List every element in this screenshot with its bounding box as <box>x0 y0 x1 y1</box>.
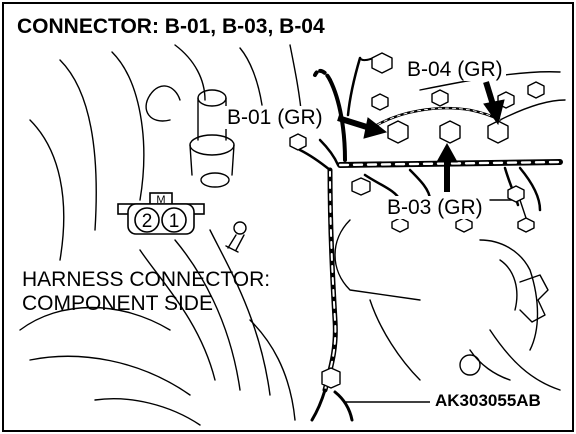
pin-1 <box>161 207 187 233</box>
engine-outline <box>19 44 303 426</box>
harness-label-line1: HARNESS CONNECTOR: <box>22 268 271 291</box>
connector-blocks <box>289 52 545 389</box>
callout-b04: B-04 (GR) <box>404 58 506 81</box>
callout-arrows <box>337 81 505 192</box>
pin-2 <box>134 207 160 233</box>
ground-stud <box>225 221 247 253</box>
pin-2-label: 2 <box>142 211 153 232</box>
diagram-title: CONNECTOR: B-01, B-03, B-04 <box>14 16 328 37</box>
arrow-b04 <box>483 81 505 126</box>
pin-1-label: 1 <box>169 211 180 232</box>
callout-b03: B-03 (GR) <box>384 196 486 219</box>
connector-tab-label: M <box>156 194 165 206</box>
arrow-b03 <box>436 142 458 192</box>
harness-connector-label: HARNESS CONNECTOR: COMPONENT SIDE <box>22 268 270 316</box>
figure-code: AK303055AB <box>432 391 544 410</box>
callout-b01: B-01 (GR) <box>224 106 326 129</box>
connector-face-key: M 2 1 <box>117 192 205 235</box>
cylinder-part <box>145 85 235 188</box>
harness-label-line2: COMPONENT SIDE <box>22 292 213 315</box>
arrow-b01 <box>337 115 388 139</box>
